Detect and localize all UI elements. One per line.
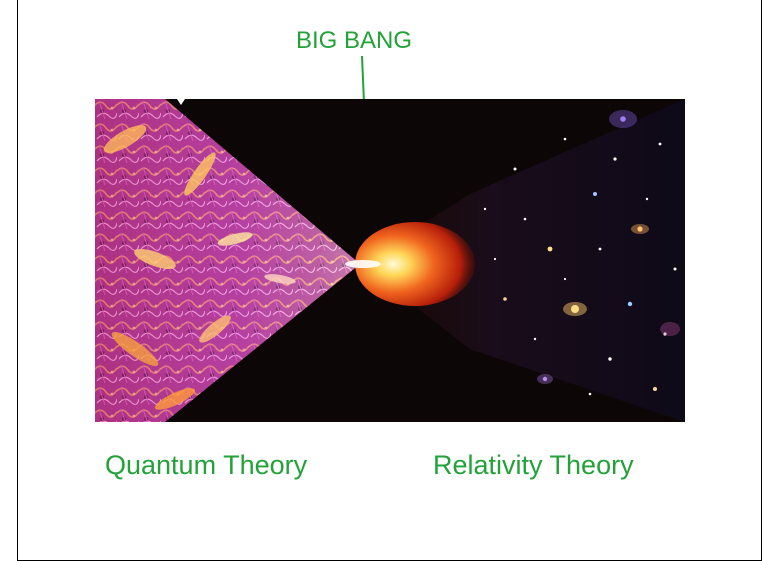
big-bang-illustration (95, 99, 685, 422)
relativity-theory-caption: Relativity Theory (433, 450, 634, 480)
big-bang-illustration-svg (95, 99, 685, 422)
big-bang-label: BIG BANG (296, 27, 413, 54)
quantum-theory-caption: Quantum Theory (105, 450, 308, 480)
